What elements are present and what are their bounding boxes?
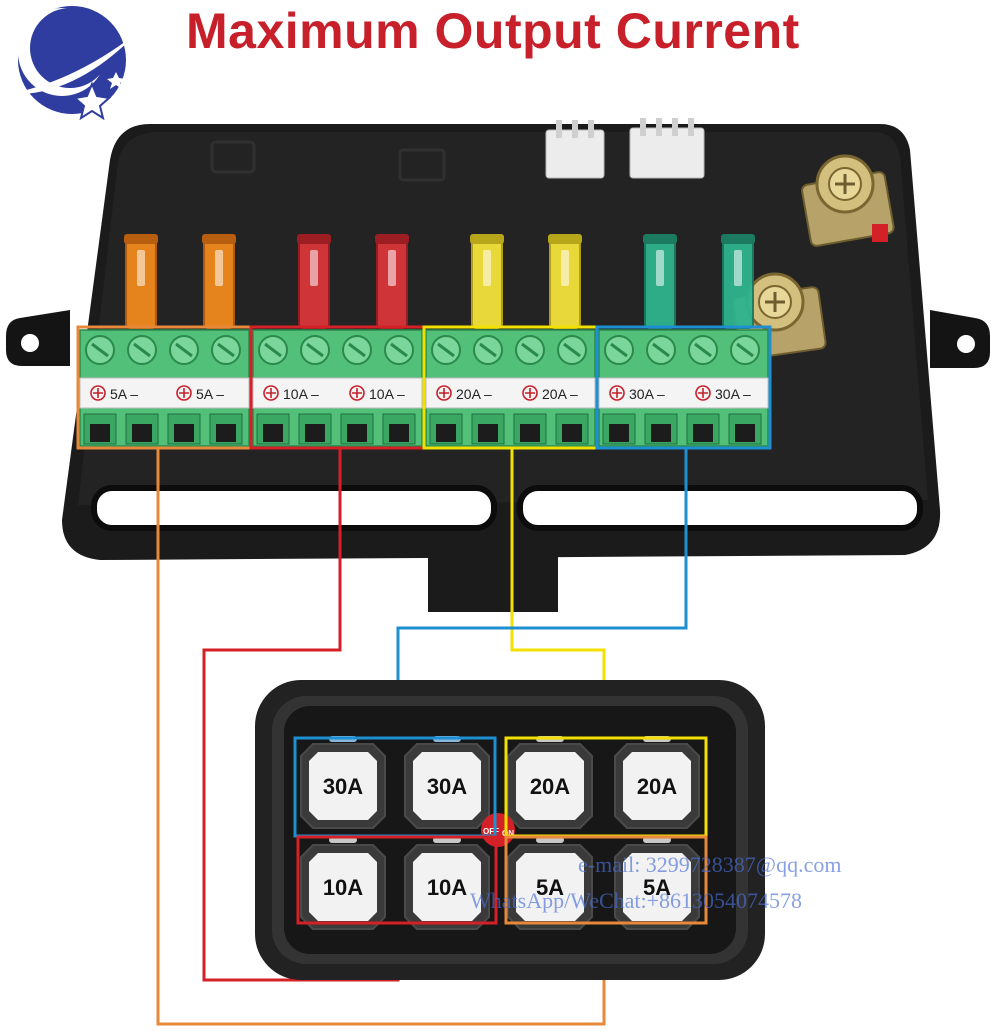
switch-button-blue[interactable]: 30A (404, 736, 490, 829)
blade-fuse-yellow (470, 234, 504, 329)
left-mount-hole (21, 334, 39, 352)
panel-group-outline-orange (504, 835, 708, 925)
blade-fuse-orange (124, 234, 158, 329)
terminal-rating-label: 20A – (456, 386, 492, 402)
terminal-rating-label: 5A – (196, 386, 224, 402)
terminal-rating-label: 30A – (629, 386, 665, 402)
terminal-block-red: 10A – 10A – (252, 329, 423, 447)
group-outline-blue (595, 325, 772, 450)
terminal-rating-label: 30A – (715, 386, 751, 402)
embossed-mark (210, 140, 256, 174)
left-mount-ear (6, 310, 70, 366)
toggle-indicator: OFF ON (481, 813, 515, 847)
switch-label: 20A (637, 774, 677, 799)
switch-label: 10A (323, 875, 363, 900)
switch-button-orange[interactable]: 5A (614, 837, 700, 930)
switch-label: 5A (643, 875, 671, 900)
switch-label: 30A (323, 774, 363, 799)
terminal-rating-label: 10A – (283, 386, 319, 402)
power-stud-bottom (732, 272, 827, 361)
terminal-rating-label: 5A – (110, 386, 138, 402)
switch-label: 10A (427, 875, 467, 900)
switch-button-yellow[interactable]: 20A (507, 736, 593, 829)
terminal-block-orange: 5A – 5A – (79, 329, 250, 447)
blade-fuse-orange (202, 234, 236, 329)
blade-fuse-yellow (548, 234, 582, 329)
watermark-contact: WhatsApp/WeChat:+8613054074578 (470, 888, 803, 913)
panel-group-outline-red (296, 835, 498, 925)
switch-button-blue[interactable]: 30A (300, 736, 386, 829)
page-title: Maximum Output Current (186, 3, 800, 59)
terminal-rating-label: 10A – (369, 386, 405, 402)
right-mount-slot (517, 485, 923, 531)
toggle-off-label: OFF (483, 827, 499, 836)
terminal-rating-label: 20A – (542, 386, 578, 402)
switch-label: 5A (536, 875, 564, 900)
blade-fuse-red (297, 234, 331, 329)
toggle-on-label: ON (502, 829, 514, 838)
power-connector (629, 118, 705, 179)
watermark-email: e-mail: 3299728387@qq.com (578, 852, 842, 877)
right-mount-hole (957, 335, 975, 353)
switch-label: 20A (530, 774, 570, 799)
switch-button-red[interactable]: 10A (300, 837, 386, 930)
left-mount-slot (91, 485, 497, 531)
switch-button-red[interactable]: 10A (404, 837, 490, 930)
terminal-block-yellow: 20A – 20A – (425, 329, 596, 447)
signal-connector (545, 120, 605, 179)
switch-label: 30A (427, 774, 467, 799)
blade-fuse-blue (643, 234, 677, 329)
bottom-tab (428, 552, 558, 612)
embossed-mark (398, 148, 446, 182)
blade-fuse-blue (721, 234, 755, 329)
blade-fuse-red (375, 234, 409, 329)
brand-logo-icon (8, 6, 138, 121)
switch-button-orange[interactable]: 5A (507, 837, 593, 930)
terminal-block-blue: 30A – 30A – (598, 329, 769, 447)
power-stud-top (801, 154, 895, 247)
switch-button-yellow[interactable]: 20A (614, 736, 700, 829)
